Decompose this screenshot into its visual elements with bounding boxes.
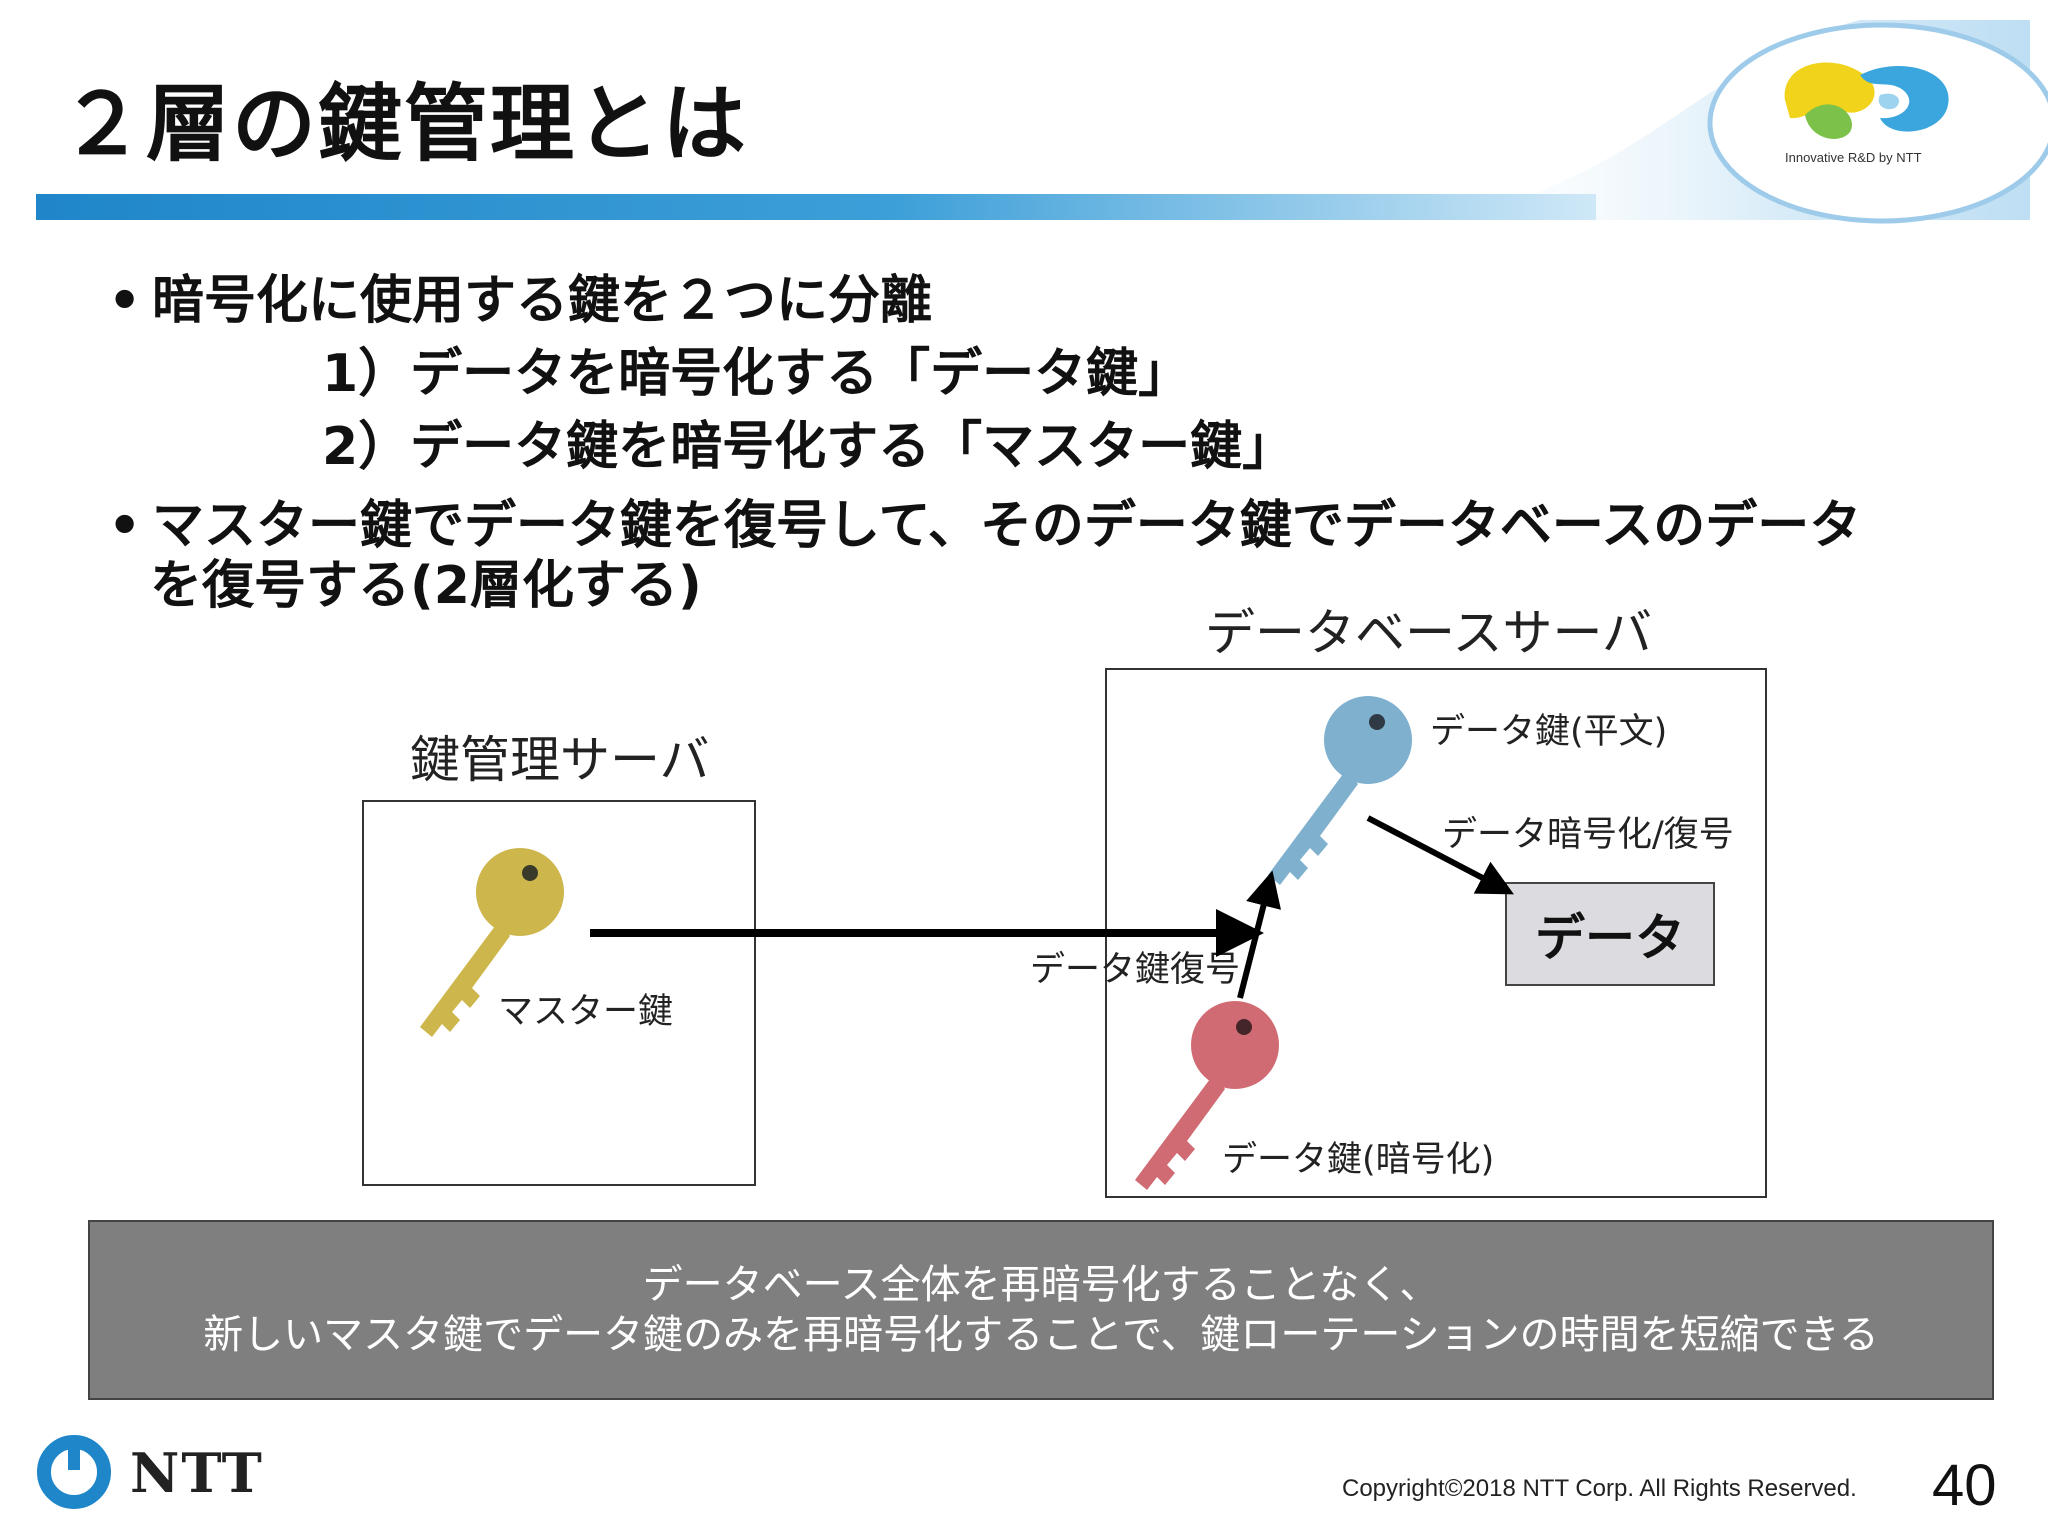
bullet-item-2: •マスター鍵でデータ鍵を復号して、そのデータ鍵でデータベースのデータ — [108, 495, 1861, 557]
bullet-text: マスター鍵でデータ鍵を復号して、そのデータ鍵でデータベースのデータ — [152, 496, 1861, 556]
decrypt-label: データ鍵復号 — [1030, 953, 1240, 988]
db-server-label: データベースサーバ — [1205, 608, 1652, 658]
ntt-logo-text: NTT — [130, 1446, 264, 1500]
logo-tagline: Innovative R&D by NTT — [1785, 150, 1922, 165]
bullet-item-1: •暗号化に使用する鍵を２つに分離 — [108, 270, 932, 332]
data-key-plain-label: データ鍵(平文) — [1430, 715, 1667, 750]
data-key-encrypted-label: データ鍵(暗号化) — [1222, 1143, 1494, 1178]
bullet-item-2-continuation: を復号する(2層化する) — [150, 555, 702, 617]
bullet-marker: • — [108, 495, 152, 557]
encrypt-decrypt-label: データ暗号化/復号 — [1442, 818, 1734, 853]
title-underline-bar — [36, 194, 1596, 220]
kms-server-label: 鍵管理サーバ — [410, 735, 710, 785]
bullet-marker: • — [108, 270, 152, 332]
master-key-label: マスター鍵 — [498, 995, 673, 1030]
data-box: データ — [1505, 882, 1715, 986]
sub-item-1: 1）データを暗号化する「データ鍵」 — [322, 343, 1190, 405]
logo-ellipse — [1710, 25, 2048, 221]
bullet-text: 暗号化に使用する鍵を２つに分離 — [152, 271, 932, 331]
banner-line-1: データベース全体を再暗号化することなく、 — [643, 1260, 1440, 1310]
page-title: ２層の鍵管理とは — [60, 82, 748, 166]
sub-item-2: 2）データ鍵を暗号化する「マスター鍵」 — [322, 416, 1294, 478]
page-number: 40 — [1932, 1457, 1997, 1515]
banner-line-2: 新しいマスタ鍵でデータ鍵のみを再暗号化することで、鍵ローテーションの時間を短縮で… — [203, 1310, 1879, 1360]
summary-banner: データベース全体を再暗号化することなく、 新しいマスタ鍵でデータ鍵のみを再暗号化… — [88, 1220, 1994, 1400]
copyright-text: Copyright©2018 NTT Corp. All Rights Rese… — [1342, 1475, 1857, 1503]
